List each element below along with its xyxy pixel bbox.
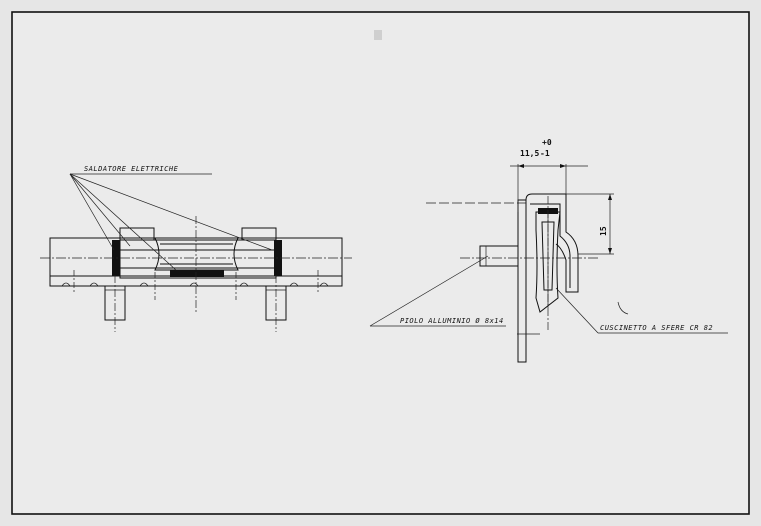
dimension-height: 15 — [566, 193, 614, 255]
label-saldature: SALDATORE ELETTRICHE — [84, 165, 179, 173]
vertical-plate — [517, 199, 527, 363]
dim-tol-minus: -1 — [540, 149, 550, 158]
pencil-mark — [617, 301, 629, 315]
paper-inner — [12, 12, 749, 514]
frame-border — [11, 11, 750, 515]
wheel-section — [535, 211, 561, 313]
callout-saldature: SALDATORE ELETTRICHE — [69, 165, 273, 271]
wheel-side — [154, 237, 239, 271]
left-assembly-view — [40, 216, 352, 332]
bracket-outer — [525, 193, 579, 293]
label-piolo: PIOLO ALLUMINIO Ø 8x14 — [400, 317, 504, 325]
label-cuscinetto: CUSCINETTO A SFERE CR 82 — [600, 324, 713, 332]
callout-piolo: PIOLO ALLUMINIO Ø 8x14 — [369, 255, 506, 327]
dim-height-value: 15 — [599, 226, 608, 236]
dim-main-value: 11,5 — [520, 149, 539, 158]
pin-horizontal — [479, 245, 519, 267]
dimension-width: 11,5 +0 -1 — [510, 138, 588, 212]
callout-cuscinetto: CUSCINETTO A SFERE CR 82 — [555, 287, 728, 334]
tape-mark — [374, 30, 382, 40]
wheel-hub-black — [170, 270, 224, 277]
right-section-view — [426, 193, 600, 363]
dim-tol-plus: +0 — [542, 138, 552, 147]
